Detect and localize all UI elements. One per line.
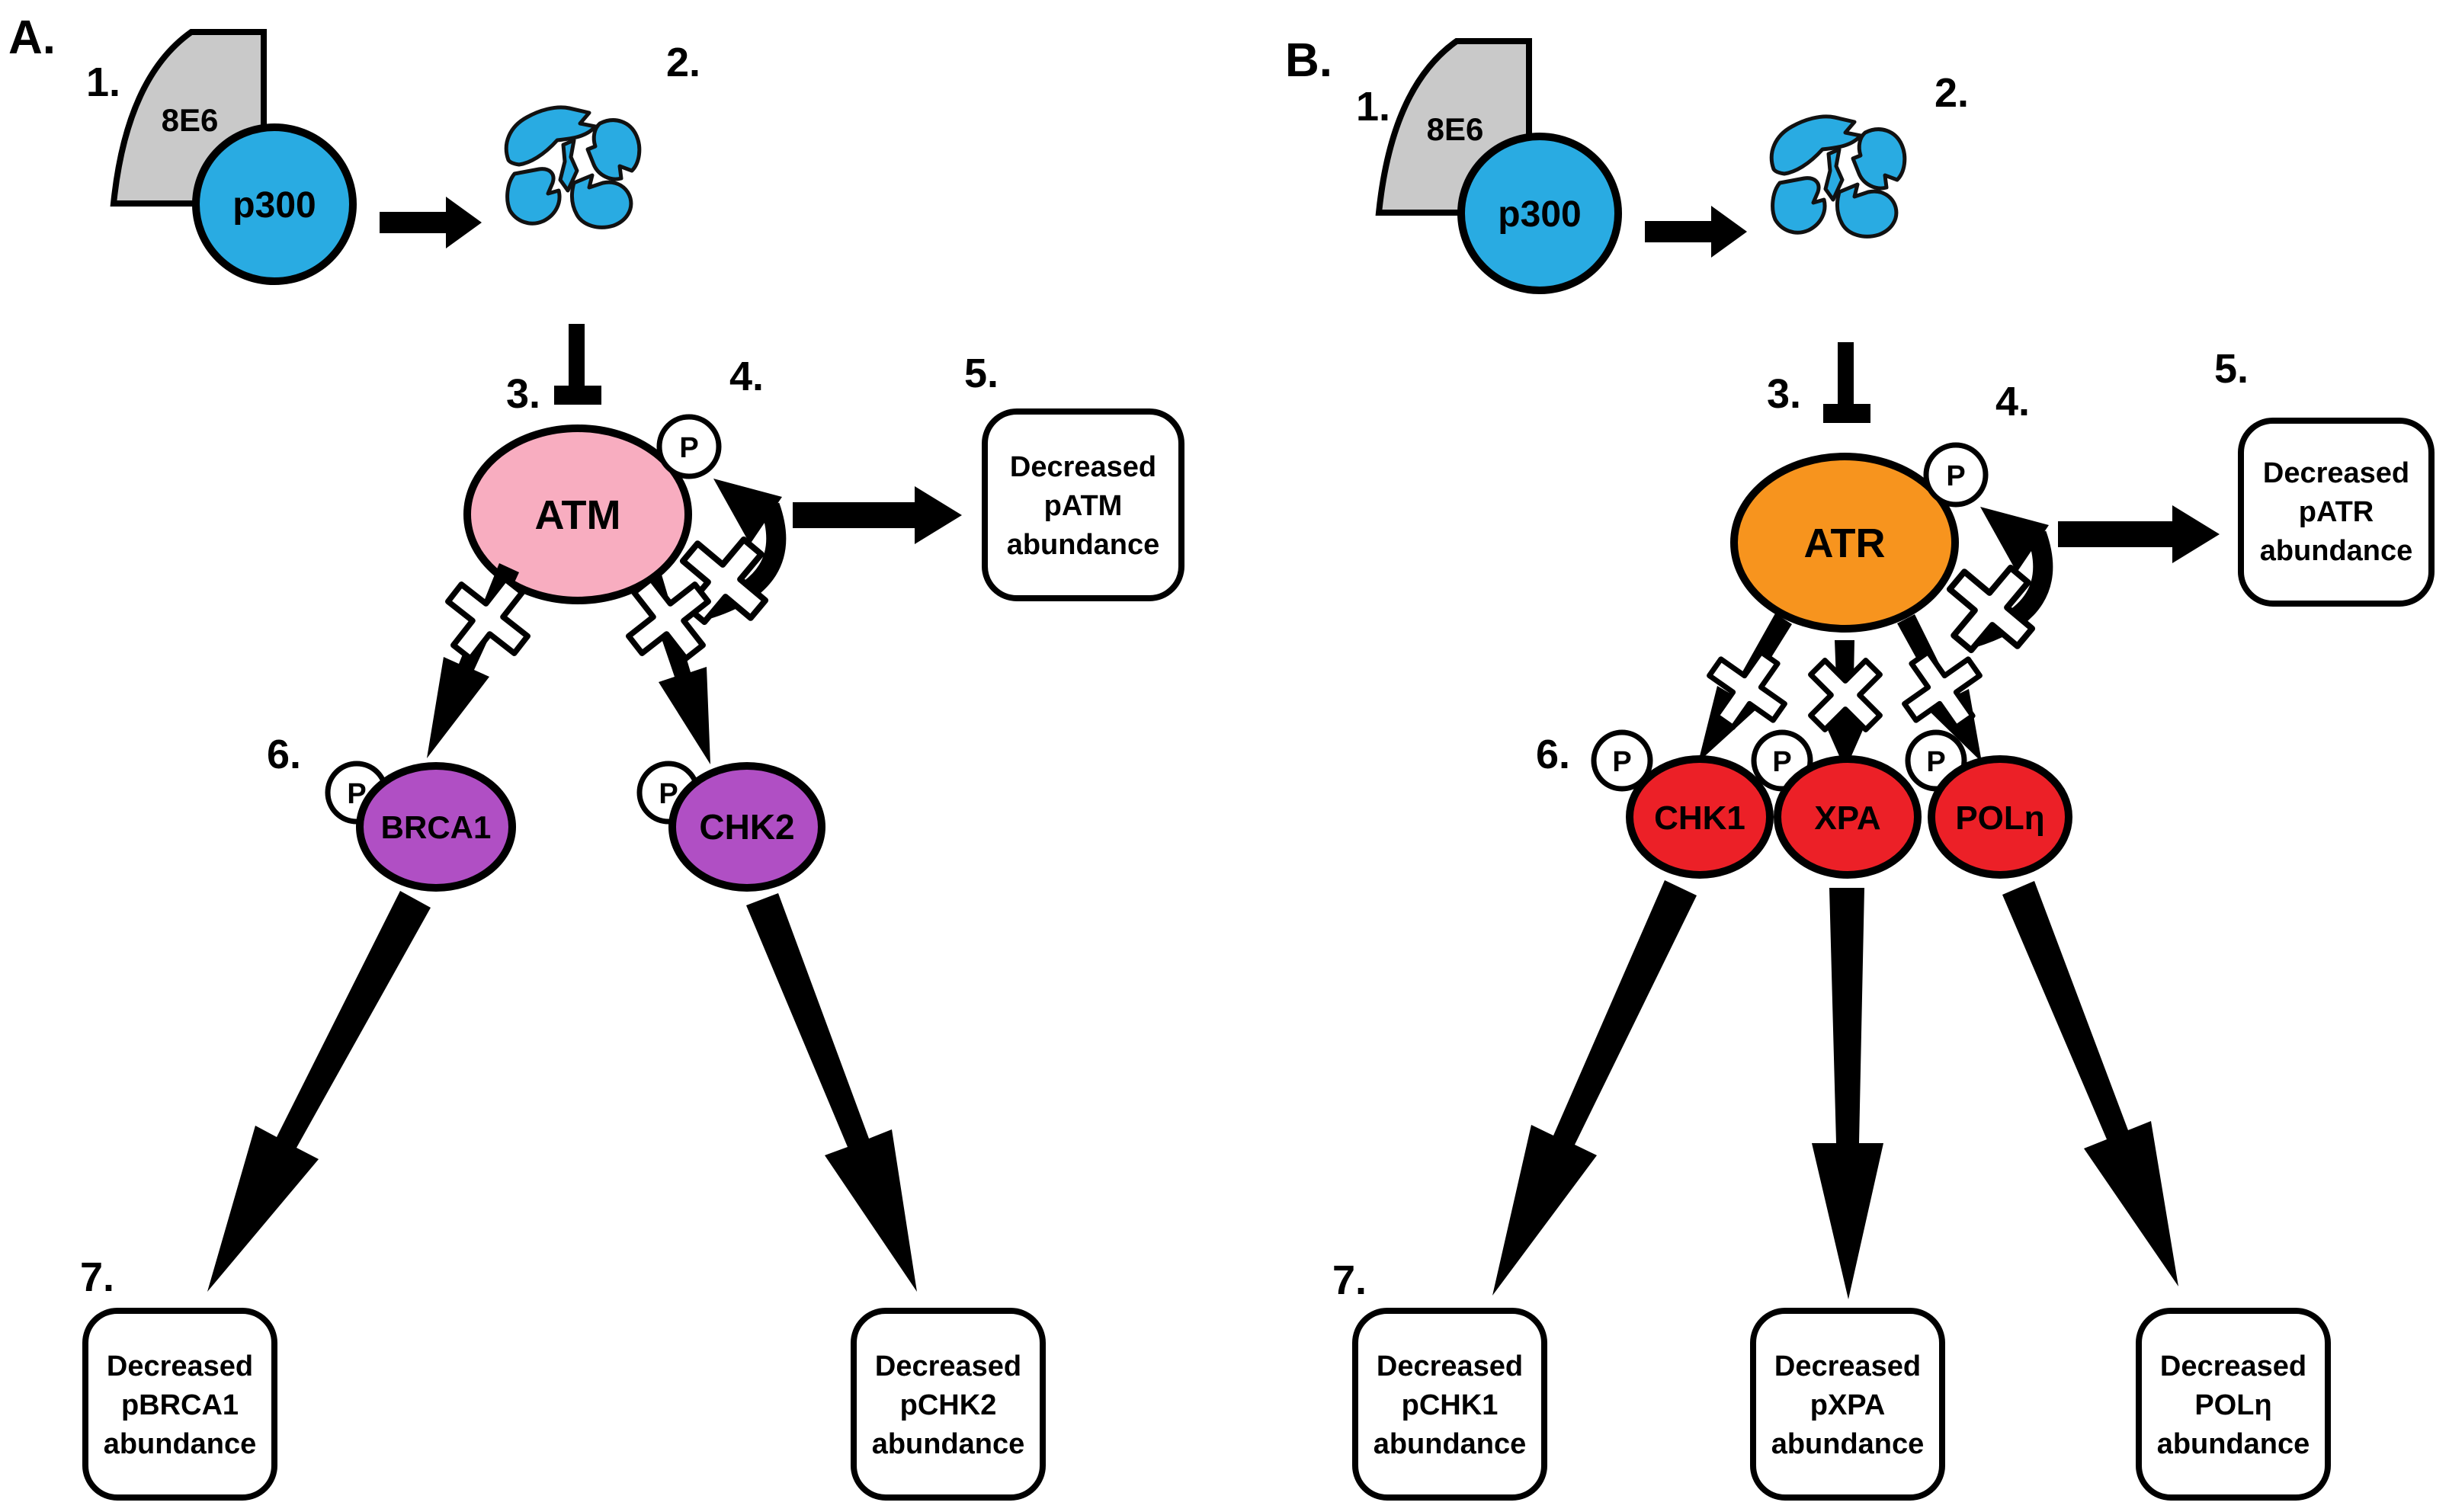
patm-outcome-line1: Decreased — [1010, 451, 1156, 483]
chk1-phospho-circle — [1591, 729, 1653, 792]
chk1-ellipse — [1626, 755, 1774, 879]
chk2-ellipse — [668, 762, 825, 892]
poleta-ellipse — [1928, 755, 2072, 879]
patm-outcome-box — [982, 408, 1184, 601]
pbrca1-outcome-line3: abundance — [104, 1428, 257, 1460]
step-7-label: 7. — [80, 1254, 114, 1300]
pchk2-outcome-line2: pCHK2 — [900, 1389, 997, 1421]
autophosphorylation-arrow — [703, 502, 787, 620]
step-5-label: 5. — [964, 351, 999, 396]
patr-outcome-box — [2238, 418, 2435, 607]
brca1-ellipse — [356, 762, 516, 892]
degradation-arrow — [1645, 206, 1747, 258]
inhibition-bar-cap — [554, 386, 601, 405]
degraded-p300-fragments — [506, 107, 639, 227]
atr-phospho-label: P — [1946, 460, 1965, 492]
pchk2-outcome-box — [851, 1308, 1046, 1501]
poleta-outcome-arrow — [2002, 881, 2178, 1286]
atm-phospho-label: P — [679, 432, 698, 464]
inhibitor-8e6-label: 8E6 — [162, 102, 219, 138]
chk1-label: CHK1 — [1654, 799, 1745, 837]
autophosphorylation-arrowhead — [713, 479, 782, 544]
p300-ellipse — [1457, 133, 1622, 294]
pchk1-outcome-line1: Decreased — [1377, 1350, 1523, 1382]
atm-label: ATM — [535, 492, 621, 538]
pbrca1-outcome-line1: Decreased — [107, 1350, 253, 1382]
poleta-outcome-line1: Decreased — [2160, 1350, 2306, 1382]
pbrca1-outcome-line2: pBRCA1 — [121, 1389, 239, 1421]
pchk1-outcome-box — [1352, 1308, 1547, 1501]
atr-label: ATR — [1804, 521, 1886, 566]
panel-b-label: B. — [1285, 34, 1332, 87]
pchk2-outcome-line3: abundance — [872, 1428, 1025, 1460]
panel-b: B. 1. 8E6 p300 2. 3. ATR P 4. 5. Decreas… — [1285, 34, 2435, 1501]
chk1-phospho-label: P — [1612, 746, 1631, 778]
pchk2-outcome-line1: Decreased — [875, 1350, 1021, 1382]
inhibition-bar-shaft — [569, 324, 585, 387]
chk2-label: CHK2 — [699, 807, 794, 847]
xpa-outcome-arrow — [1812, 888, 1883, 1299]
chk1-outcome-arrow — [1492, 880, 1697, 1296]
atr-ellipse — [1730, 453, 1959, 633]
pbrca1-outcome-box — [82, 1308, 277, 1501]
xpa-label: XPA — [1814, 799, 1880, 837]
pchk1-outcome-line3: abundance — [1374, 1428, 1527, 1460]
degradation-arrow — [380, 197, 482, 248]
atr-phospho-circle — [1923, 442, 1989, 508]
step-1-label: 1. — [86, 59, 120, 105]
chk2-outcome-arrow — [746, 893, 917, 1292]
patm-outcome-arrow — [793, 486, 962, 544]
inhibitor-8e6-label: 8E6 — [1427, 111, 1484, 147]
poleta-label: POLη — [1955, 799, 2044, 837]
pxpa-outcome-box — [1750, 1308, 1945, 1501]
xpa-ellipse — [1774, 755, 1922, 879]
panel-a: A. 1. 8E6 p300 2. 3. ATM P 4. 5. Decreas… — [8, 11, 1184, 1501]
atm-phospho-circle — [656, 414, 722, 479]
brca1-outcome-arrow — [207, 891, 431, 1292]
step-3-label: 3. — [1767, 371, 1801, 417]
poleta-outcome-line3: abundance — [2157, 1428, 2310, 1460]
poleta-phospho-label: P — [1926, 746, 1945, 778]
pxpa-outcome-line2: pXPA — [1810, 1389, 1886, 1421]
patm-outcome-line3: abundance — [1007, 529, 1160, 561]
pxpa-outcome-line3: abundance — [1771, 1428, 1925, 1460]
step-7-label: 7. — [1332, 1257, 1367, 1303]
autophosphorylation-arrow — [1970, 530, 2053, 648]
brca1-label: BRCA1 — [381, 809, 492, 845]
xpa-phospho-label: P — [1772, 746, 1791, 778]
p300-label: p300 — [232, 185, 316, 226]
atm-ellipse — [463, 424, 692, 604]
p300-label: p300 — [1498, 194, 1581, 235]
step-3-label: 3. — [506, 371, 540, 417]
autophosphorylation-arrowhead — [1980, 507, 2049, 572]
step-6-label: 6. — [267, 732, 301, 777]
step-2-label: 2. — [666, 40, 700, 85]
pxpa-outcome-line1: Decreased — [1774, 1350, 1921, 1382]
panel-a-label: A. — [8, 11, 56, 64]
p300-ellipse — [192, 123, 357, 285]
poleta-outcome-box — [2136, 1308, 2331, 1501]
patm-outcome-line2: pATM — [1044, 490, 1123, 522]
step-4-label: 4. — [729, 354, 764, 399]
degraded-p300-fragments — [1771, 117, 1905, 236]
step-1-label: 1. — [1356, 84, 1390, 130]
blocked-x-icon — [1888, 636, 1996, 744]
step-4-label: 4. — [1995, 379, 2030, 424]
step-6-label: 6. — [1536, 732, 1570, 777]
pchk1-outcome-line2: pCHK1 — [1402, 1389, 1499, 1421]
patr-outcome-arrow — [2058, 505, 2220, 563]
step-5-label: 5. — [2214, 346, 2249, 392]
inhibition-bar-cap — [1823, 404, 1870, 423]
patr-outcome-line1: Decreased — [2263, 457, 2409, 489]
patr-outcome-line2: pATR — [2299, 496, 2374, 528]
poleta-outcome-line2: POLη — [2194, 1389, 2271, 1421]
inhibition-bar-shaft — [1838, 342, 1854, 405]
step-2-label: 2. — [1935, 70, 1969, 116]
patr-outcome-line3: abundance — [2260, 535, 2413, 567]
